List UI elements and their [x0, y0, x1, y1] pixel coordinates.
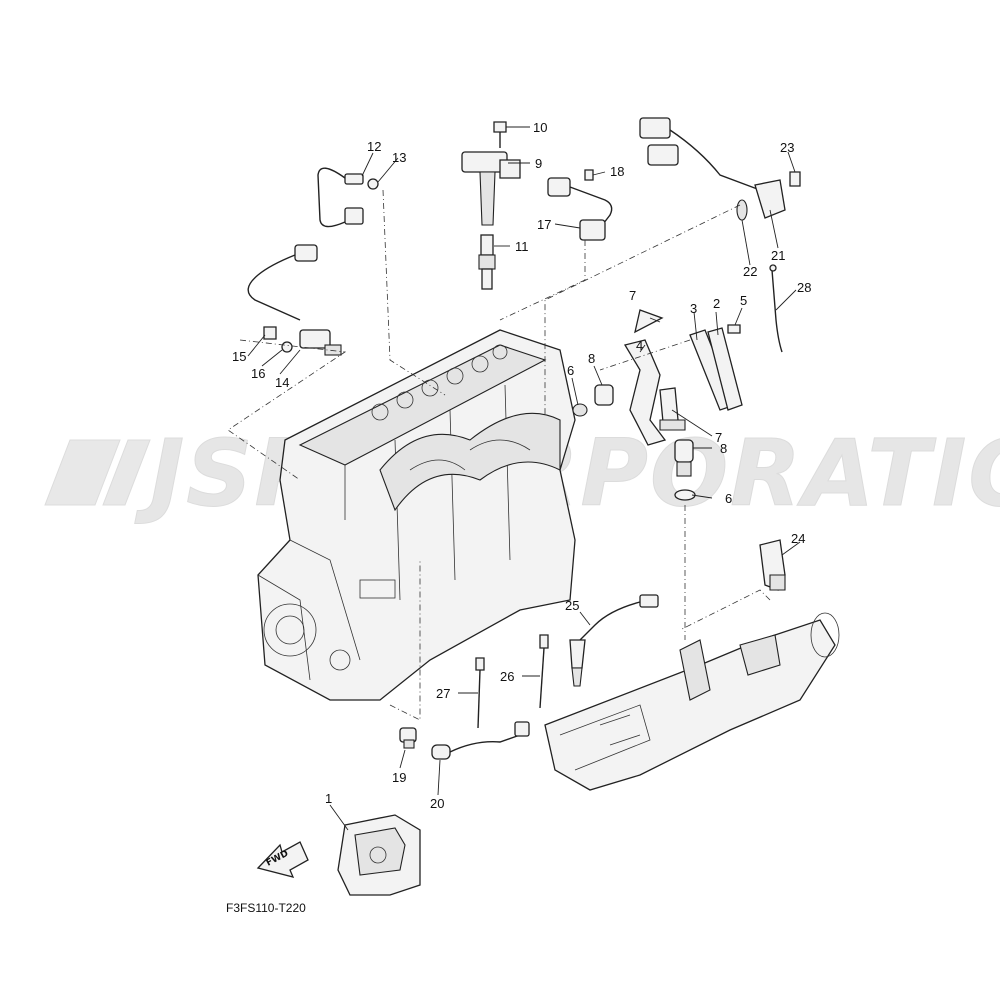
callout-16: 16	[251, 366, 265, 381]
callout-5: 5	[740, 293, 747, 308]
diagram-code: F3FS110-T220	[226, 901, 306, 915]
sensor-25	[569, 594, 659, 687]
sensor-20-harness	[431, 721, 530, 760]
callouts: 1 2 3 4 5 6 6 7 7 8 8 9 10 11 12 13 14 1…	[232, 120, 811, 811]
temp-sensor-harness	[317, 167, 379, 228]
callout-8a: 8	[588, 351, 595, 366]
callout-3: 3	[690, 301, 697, 316]
callout-27: 27	[436, 686, 450, 701]
cable-tie-27	[475, 657, 485, 729]
callout-17: 17	[537, 217, 551, 232]
callout-4: 4	[636, 338, 643, 353]
engine-block	[257, 329, 576, 701]
fwd-arrow-icon: FWD	[256, 841, 309, 878]
mount-8-lower	[674, 439, 696, 501]
callout-9: 9	[535, 156, 542, 171]
bracket-4	[623, 309, 686, 446]
callout-8b: 8	[720, 441, 727, 456]
strap-28	[769, 264, 783, 353]
mount-8-upper	[572, 384, 614, 417]
callout-25: 25	[565, 598, 579, 613]
callout-15: 15	[232, 349, 246, 364]
callout-18: 18	[610, 164, 624, 179]
callout-7a: 7	[629, 288, 636, 303]
callout-20: 20	[430, 796, 444, 811]
cam-cover-bolts	[371, 344, 508, 421]
callout-21: 21	[771, 248, 785, 263]
cable-tie-26	[539, 634, 549, 709]
callout-6a: 6	[567, 363, 574, 378]
callout-28: 28	[797, 280, 811, 295]
callout-1: 1	[325, 791, 332, 806]
callout-19: 19	[392, 770, 406, 785]
callout-13: 13	[392, 150, 406, 165]
callout-2: 2	[713, 296, 720, 311]
callout-22: 22	[743, 264, 757, 279]
callout-12: 12	[367, 139, 381, 154]
sensor-14-harness	[247, 244, 342, 356]
sensor-17	[547, 169, 613, 241]
callout-23: 23	[780, 140, 794, 155]
connector-24	[759, 539, 786, 591]
sensor-21-harness	[639, 117, 801, 221]
callout-26: 26	[500, 669, 514, 684]
callout-24: 24	[791, 531, 805, 546]
coil-bolt	[493, 121, 507, 148]
sensor-19	[399, 727, 417, 749]
leader-lines	[227, 126, 801, 831]
ignition-coil	[461, 151, 521, 226]
exhaust-manifold	[544, 612, 840, 791]
plates-2-3	[689, 324, 743, 411]
callout-7b: 7	[715, 430, 722, 445]
callout-6b: 6	[725, 491, 732, 506]
spark-plug	[478, 234, 496, 290]
part-1-module	[337, 814, 421, 896]
callout-10: 10	[533, 120, 547, 135]
callout-14: 14	[275, 375, 289, 390]
callout-11: 11	[515, 239, 529, 254]
